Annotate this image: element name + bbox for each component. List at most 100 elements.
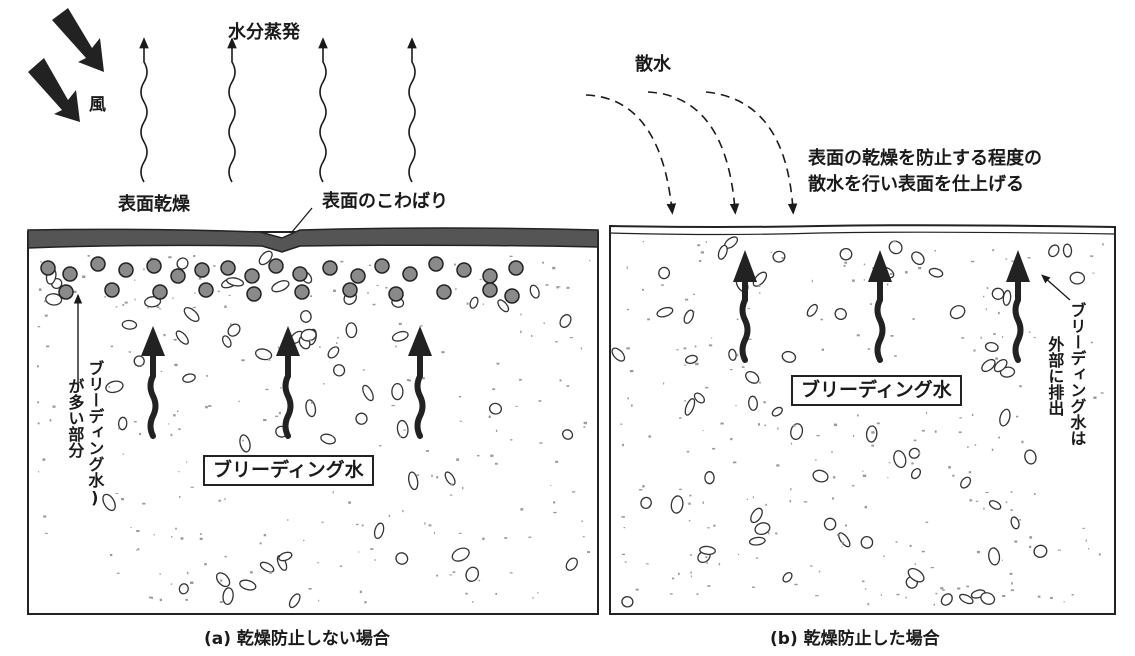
sand-speck [37, 365, 39, 368]
sand-speck [556, 286, 559, 289]
sand-speck [746, 498, 748, 500]
sand-speck [934, 250, 936, 252]
sand-speck [1011, 582, 1013, 585]
bleeding-arrows-a [147, 349, 426, 439]
sand-speck [1102, 243, 1104, 246]
sand-speck [685, 298, 689, 301]
sand-speck [108, 386, 111, 388]
bleeding-droplets [40, 256, 524, 304]
bleeding-droplet [118, 262, 134, 278]
sand-speck [319, 346, 321, 348]
sand-speck [139, 432, 142, 436]
sand-speck [436, 574, 439, 577]
sand-speck [862, 580, 865, 583]
sand-speck [178, 428, 181, 431]
sand-speck [1085, 539, 1087, 542]
sand-speck [242, 439, 244, 442]
sand-speck [206, 375, 208, 377]
aggregate-pebble [391, 382, 404, 401]
sand-speck [1071, 594, 1074, 596]
aggregate-pebble [45, 293, 63, 306]
vertical-note-b-col1: ブリーディング水は [1067, 302, 1087, 446]
sand-speck [1010, 491, 1013, 493]
sand-speck [869, 303, 873, 305]
sand-speck [856, 334, 860, 337]
aggregate-pebble [559, 314, 572, 328]
sand-speck [358, 551, 360, 553]
sand-speck [1010, 509, 1013, 511]
sand-speck [580, 347, 582, 350]
sand-speck [976, 550, 980, 554]
aggregate-pebble [959, 593, 974, 605]
aggregate-pebble [658, 266, 671, 280]
sand-speck [1019, 519, 1022, 521]
aggregate-pebble [497, 299, 510, 313]
sand-speck [44, 314, 48, 317]
aggregate-pebble [699, 545, 716, 556]
sand-speck [1009, 572, 1013, 575]
sand-speck [130, 527, 132, 529]
sand-speck [790, 442, 793, 445]
sand-speck [1019, 385, 1022, 388]
sand-speck [220, 579, 223, 582]
surface-crust-band [27, 227, 599, 253]
aggregate-pebble [981, 358, 996, 373]
sand-speck [871, 431, 875, 434]
sand-speck [930, 567, 934, 569]
sand-speck [708, 344, 713, 347]
aggregate-pebble [693, 392, 706, 404]
aggregate-pebble [907, 567, 925, 583]
sand-speck [552, 266, 556, 270]
sand-speck [912, 318, 915, 320]
sand-speck [647, 318, 650, 321]
sand-speck [323, 383, 325, 385]
sand-speck [669, 593, 673, 595]
sand-speck [204, 563, 207, 566]
aggregate-pebble [105, 380, 124, 394]
bleeding-droplet [268, 258, 284, 274]
bleeding-droplet [62, 266, 78, 282]
sand-speck [705, 240, 707, 243]
sand-speck [263, 534, 267, 537]
bleeding-droplet [40, 260, 56, 276]
sand-speck [888, 462, 891, 464]
aggregate-pebble [993, 358, 1008, 373]
aggregate-pebble [748, 395, 758, 411]
sand-speck [149, 257, 153, 259]
aggregate-pebble [117, 416, 128, 431]
sand-speck [110, 345, 114, 348]
sand-speck [642, 485, 645, 488]
sand-speck [864, 588, 867, 590]
sand-speck [690, 575, 692, 578]
sand-speck [128, 351, 131, 353]
bleeding-droplet [350, 268, 366, 284]
sand-speck [755, 557, 759, 559]
sand-speck [370, 548, 374, 550]
sand-speck [758, 423, 760, 426]
sand-speck [230, 323, 232, 326]
sand-speck [456, 458, 460, 461]
aggregate-pebble [611, 347, 626, 362]
sand-speck [1034, 493, 1036, 495]
sand-speck [163, 333, 166, 337]
sand-speck [224, 555, 227, 558]
aggregate-pebble [960, 476, 972, 489]
sand-speck [520, 313, 522, 316]
sand-speck [1010, 589, 1014, 592]
sand-speck [213, 265, 216, 267]
wind-arrow-icon [28, 8, 104, 122]
sand-speck [192, 306, 196, 309]
sand-speck [218, 499, 221, 502]
sand-speck [1050, 596, 1053, 600]
sand-speck [339, 565, 342, 567]
sand-speck [889, 273, 893, 275]
aggregate-pebble [271, 280, 290, 293]
sand-speck [871, 444, 874, 447]
bleeding-droplet [456, 262, 472, 278]
aggregate-pebble [465, 566, 480, 582]
sand-speck [699, 259, 702, 263]
vertical-note-a-col2: が多い部分 [65, 378, 85, 458]
aggregate-pebble [183, 306, 200, 323]
evaporation-label: 水分蒸発 [228, 22, 300, 43]
